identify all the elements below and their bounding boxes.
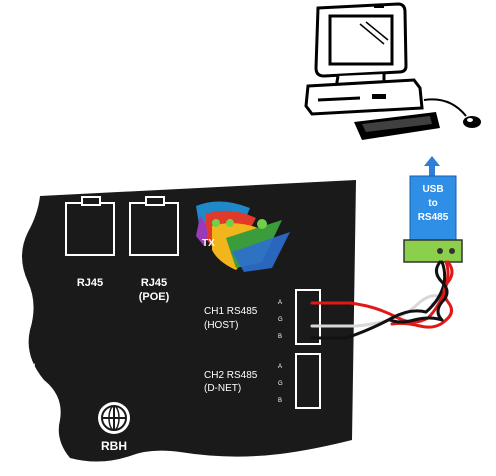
tx-label: TX: [202, 238, 215, 249]
pin-label: B: [278, 334, 282, 340]
usb-converter-terminal: [403, 239, 463, 263]
left-text-fragment: 5 A MIN: [4, 362, 36, 372]
ch2-label-line2: (D-NET): [204, 383, 241, 394]
computer-icon: [304, 2, 481, 140]
terminal-screw: [437, 248, 443, 254]
left-text-fragment: 5: [18, 306, 23, 316]
usb-converter-label-line1: USB: [422, 184, 443, 195]
ch2-label-line1: CH2 RS485: [204, 370, 258, 381]
rj45-poe-label-line1: RJ45: [141, 277, 167, 289]
rbh-globe-icon: [98, 402, 130, 434]
pin-label: A: [278, 364, 282, 370]
ch2-terminal-block: [295, 353, 321, 409]
colorful-logo: [196, 201, 290, 272]
ch1-label-line2: (HOST): [204, 320, 238, 331]
ch1-label-line1: CH1 RS485: [204, 306, 258, 317]
pin-label: B: [278, 398, 282, 404]
tx-led-2: [226, 219, 234, 227]
rj45-poe-label-line2: (POE): [139, 291, 170, 303]
usb-converter-label-line2: to: [428, 198, 437, 209]
rj45-port: [65, 196, 115, 256]
terminal-screw: [449, 248, 455, 254]
usb-converter-body: [409, 175, 457, 243]
pin-label: G: [278, 381, 283, 387]
rj45-poe-port: [129, 196, 179, 256]
rbh-brand-label: RBH: [101, 439, 127, 453]
up-arrow-icon: [424, 156, 440, 178]
rs485-cable: [310, 260, 454, 340]
rj45-label: RJ45: [77, 277, 103, 289]
pin-label: G: [278, 317, 283, 323]
tx-led-1: [212, 219, 220, 227]
pin-label: A: [278, 300, 282, 306]
left-text-fragment: nput: [6, 349, 24, 359]
usb-converter-label-line3: RS485: [418, 212, 449, 223]
ch1-terminal-block: [295, 289, 321, 345]
